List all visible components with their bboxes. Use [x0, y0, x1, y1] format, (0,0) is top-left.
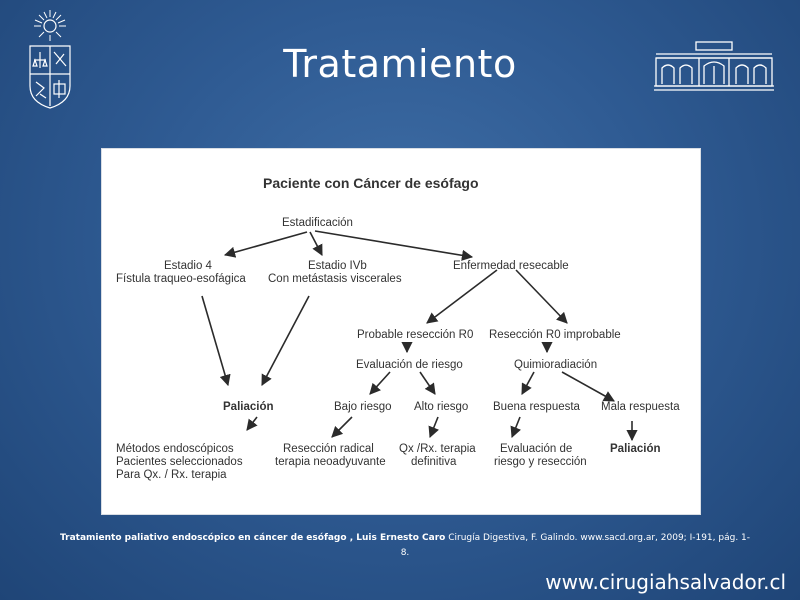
node-probable-reseccion-r0: Probable resección R0 [357, 329, 474, 341]
arrow-estadificacion-to-resecable [314, 230, 474, 261]
node-paliacion-left: Paliación [223, 401, 274, 413]
node-buena-respuesta: Buena respuesta [493, 401, 580, 413]
node-estadio-4b: Estadio IVb Con metástasis viscerales [268, 260, 402, 286]
metodos-line2: Pacientes seleccionados [116, 456, 243, 468]
arrow-estadio4b-to-paliacion [261, 295, 310, 386]
arrow-bajo-riesgo-to-reseccion [331, 416, 353, 438]
arrow-resecable-to-probable-r0 [426, 269, 498, 324]
treatment-flowchart: Paciente con Cáncer de esófago Estadific… [101, 148, 701, 515]
node-evaluacion-riesgo-reseccion: Evaluación de riesgo y resección [494, 443, 587, 469]
node-qx-rx-terapia: Qx /Rx. terapia definitiva [399, 443, 476, 469]
estadio-4b-line2: Con metástasis viscerales [268, 273, 402, 285]
citation-bold: Tratamiento paliativo endoscópico en cán… [60, 533, 446, 543]
flowchart-arrows [201, 230, 638, 442]
node-mala-respuesta: Mala respuesta [601, 401, 680, 413]
university-seal-logo [22, 8, 78, 110]
node-quimioradiacion: Quimioradiación [514, 359, 598, 371]
node-evaluacion-de-riesgo: Evaluación de riesgo [356, 359, 463, 371]
citation-rest: Cirugía Digestiva, F. Galindo. www.sacd.… [400, 533, 751, 558]
node-alto-riesgo: Alto riesgo [414, 401, 469, 413]
node-estadio-4: Estadio 4 Fístula traqueo-esofágica [116, 260, 246, 286]
website-url: www.cirugiahsalvador.cl [545, 570, 786, 594]
evaluacion-reseccion-line2: riesgo y resección [494, 456, 587, 468]
node-estadificacion: Estadificación [282, 217, 353, 229]
node-paciente-heading: Paciente con Cáncer de esófago [263, 175, 479, 191]
arrow-estadificacion-to-estadio4b [309, 231, 323, 256]
evaluacion-reseccion-line1: Evaluación de [500, 443, 573, 455]
estadio-4-line1: Estadio 4 [164, 260, 212, 272]
reseccion-radical-line2: terapia neoadyuvante [275, 456, 386, 468]
qx-rx-line2: definitiva [411, 456, 457, 468]
arrow-evaluacion-to-alto-riesgo [419, 371, 436, 395]
node-metodos-endoscopicos: Métodos endoscópicos Pacientes seleccion… [116, 443, 243, 482]
node-reseccion-r0-improbable: Resección R0 improbable [489, 329, 621, 341]
arrow-buena-to-evaluacion-reseccion [510, 416, 521, 439]
metodos-line1: Métodos endoscópicos [116, 443, 234, 455]
arrow-alto-riesgo-to-qx-rx [428, 416, 439, 439]
arrow-evaluacion-to-bajo-riesgo [369, 371, 391, 395]
node-reseccion-radical: Resección radical terapia neoadyuvante [275, 443, 386, 469]
metodos-line3: Para Qx. / Rx. terapia [116, 469, 227, 481]
reseccion-radical-line1: Resección radical [283, 443, 374, 455]
arrow-estadio4-to-paliacion [201, 295, 231, 387]
slide-title: Tratamiento [283, 42, 517, 86]
citation-text: Tratamiento paliativo endoscópico en cán… [60, 531, 750, 561]
estadio-4b-line1: Estadio IVb [308, 260, 367, 272]
arrow-paliacion-to-metodos [246, 416, 258, 431]
node-bajo-riesgo: Bajo riesgo [334, 401, 392, 413]
hospital-building-logo [652, 38, 776, 94]
qx-rx-line1: Qx /Rx. terapia [399, 443, 476, 455]
arrow-resecable-to-r0-improbable [515, 269, 568, 324]
estadio-4-line2: Fístula traqueo-esofágica [116, 273, 246, 285]
node-paliacion-right: Paliación [610, 443, 661, 455]
arrow-quimioradiacion-to-buena [521, 371, 535, 395]
arrow-quimioradiacion-to-mala [561, 371, 615, 402]
node-enfermedad-resecable: Enfermedad resecable [453, 260, 569, 272]
arrow-estadificacion-to-estadio4 [223, 231, 308, 258]
